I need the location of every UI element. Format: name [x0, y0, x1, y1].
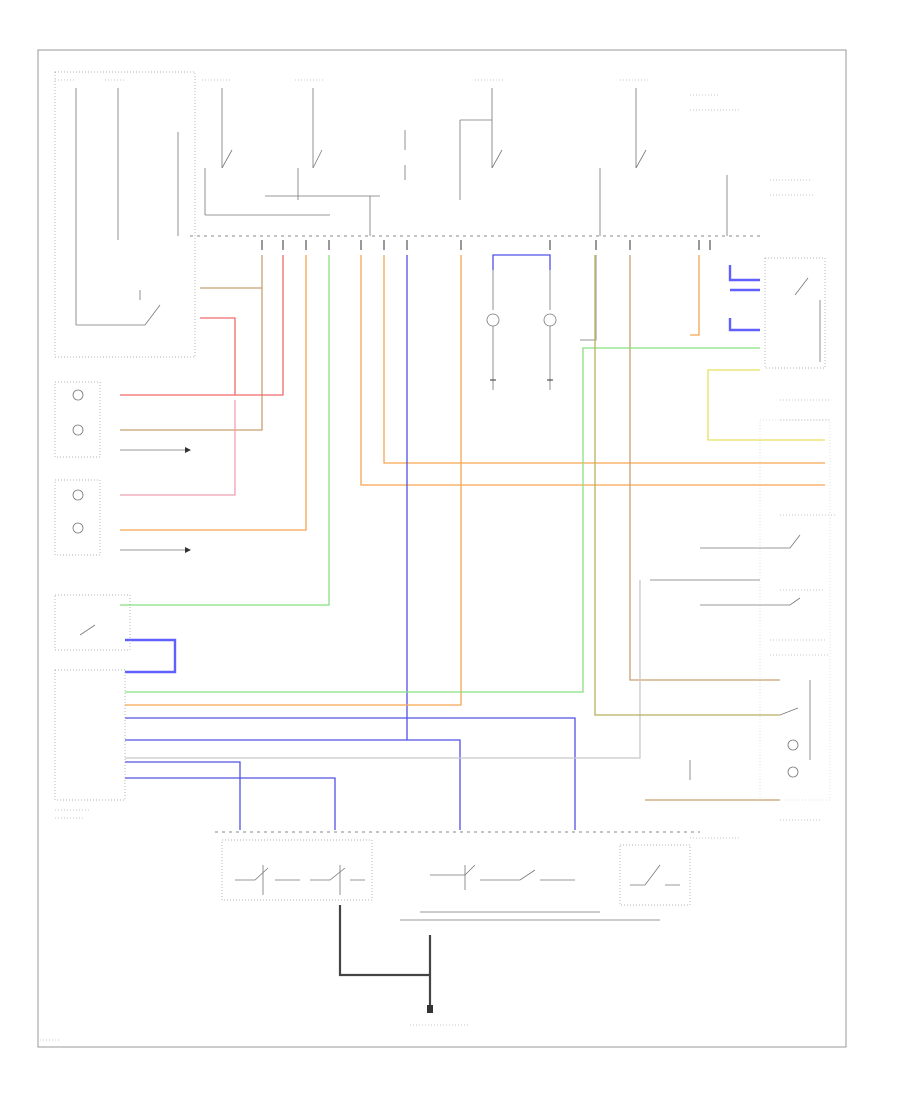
combination-switch-left-box: [54, 71, 196, 358]
courtesy-lamp-left: [486, 313, 500, 327]
right-front-lamp-box: [54, 479, 101, 556]
wire-blue-lamps: [492, 254, 551, 270]
wire-red-switch: [200, 317, 236, 395]
wire-blue-door: [125, 739, 461, 830]
door-switch-box: [221, 839, 373, 901]
wire-blue-left-switch: [125, 761, 241, 830]
wire-tan-lamp: [120, 255, 263, 431]
courtesy-lamp-right: [543, 313, 557, 327]
ground-arrow-1: [185, 447, 191, 453]
fuse-column-4: [265, 88, 380, 200]
right-relay-box: [764, 257, 826, 369]
ground-arrow-2: [185, 547, 191, 553]
right-side-switches: [650, 534, 811, 780]
wire-orange-right-2: [383, 255, 825, 464]
wire-blue-loop-cluster: [125, 638, 177, 674]
hood-switch-box: [619, 844, 691, 906]
wire-orange-right-1: [360, 255, 825, 486]
ground-wire: [338, 905, 430, 977]
right-lamp-bulb-2: [72, 522, 84, 534]
wire-orange-right-lamp: [120, 255, 307, 531]
left-lamp-bulb-1: [72, 389, 84, 401]
right-side-switch-box: [759, 419, 831, 801]
wire-orange-cluster: [125, 255, 462, 706]
wire-orange-699: [690, 255, 700, 336]
diagram-frame: [37, 49, 847, 1048]
switch-contact-left: [144, 304, 161, 326]
right-lamp-bulb-1: [72, 489, 84, 501]
wire-red-lamp: [120, 255, 284, 396]
wire-yellow: [707, 369, 825, 441]
wire-gray-long: [125, 580, 641, 759]
trunk-switch: [430, 864, 575, 881]
wire-pink: [120, 400, 236, 496]
left-lamp-bulb-2: [72, 424, 84, 436]
label-marks: [40, 79, 835, 1041]
top-connector-pins: [261, 240, 711, 250]
instrument-cluster-box: [54, 669, 126, 801]
hazard-switch-box: [54, 594, 131, 651]
left-front-lamp-box: [54, 381, 101, 458]
wire-green-long: [125, 347, 760, 693]
wire-olive: [594, 255, 780, 716]
door-switch-left: [235, 867, 300, 881]
hood-switch: [630, 864, 680, 886]
ground-point: [427, 1005, 433, 1013]
wire-gray-596: [580, 255, 597, 341]
fuse-column-1: [75, 88, 145, 326]
wire-blue-right-switch: [125, 777, 336, 830]
wire-tan-630: [629, 255, 780, 681]
relay-contact: [794, 277, 809, 296]
fuse-column-6: [599, 88, 647, 236]
wire-blue-relay: [728, 265, 760, 332]
door-switch-right: [310, 867, 365, 881]
fuse-column-5: [459, 88, 503, 200]
wire-green-switch: [120, 255, 330, 606]
wire-blue-door-2: [125, 717, 576, 830]
fuse-column-3: [204, 88, 330, 216]
